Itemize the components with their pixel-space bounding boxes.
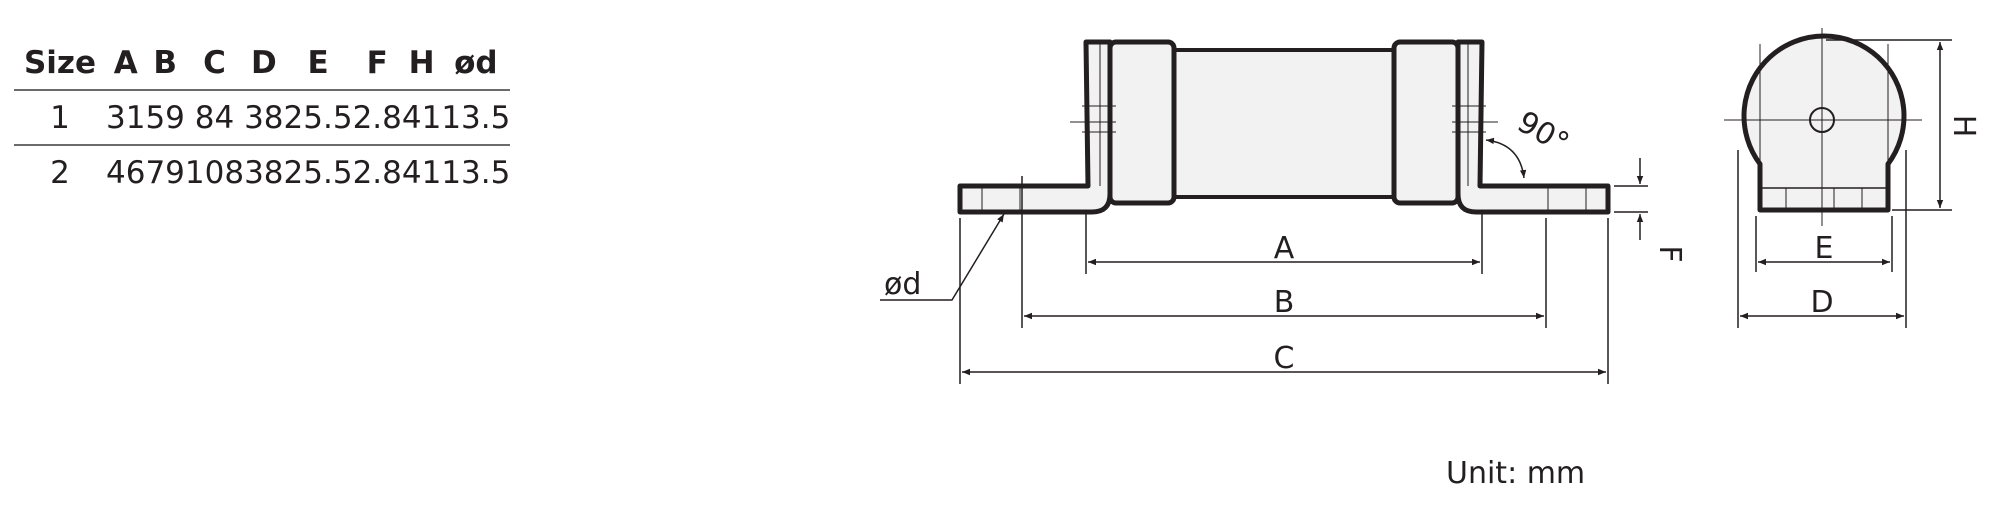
fuse-body [1158,48,1398,199]
label-h: H [1946,115,1981,138]
table-cell: 46 [106,154,146,191]
table-cell: 38 [244,154,284,191]
table-cell: 38 [244,90,284,146]
table-cell: 13.5 [441,154,511,191]
table-cell: 59 [145,90,185,146]
header-h: H [401,36,442,91]
table-cell: 41 [401,154,442,191]
table-cell: 84 [184,90,245,146]
header-d: D [244,36,284,91]
table-cell: 2.8 [352,90,402,146]
header-c: C [184,36,245,91]
label-e: E [1815,231,1834,266]
table-header-row: Size A B C D E F H ød [14,36,511,91]
header-e: E [283,36,353,91]
unit-label: Unit: mm [1446,456,1586,491]
label-f: F [1652,245,1687,262]
table-cell: 13.5 [441,90,511,146]
table-cell: 41 [401,90,442,146]
label-b: B [1274,285,1295,320]
header-a: A [106,36,146,91]
fuse-end-view [1724,28,1952,328]
table-cell: 2 [50,154,70,191]
left-end-cap [1107,39,1177,206]
label-angle: 90° [1511,105,1575,162]
extension-lines [959,176,1648,384]
dimensions-table: Size A B C D E F H ød 1 31 59 84 38 25.5… [14,36,511,199]
end-cap-outline [1741,33,1907,213]
table-cell: 25.5 [283,154,353,191]
left-blade [957,39,1113,215]
right-blade [1455,39,1611,215]
dimension-lines [880,137,1644,376]
table-cell: 1 [14,90,106,146]
label-d: D [1810,285,1833,320]
table-row: 2 46 79 108 38 25.5 2.8 41 13.5 [14,145,510,199]
label-c: C [1274,341,1295,376]
table-cell: 79 [145,154,185,191]
table-cell: 31 [106,90,146,146]
hole-leader [880,213,1005,301]
table-cell: 25.5 [283,90,353,146]
fuse-side-view [957,39,1611,215]
angle-arc [1485,137,1527,179]
table-cell: 108 [184,154,245,191]
label-hole-diameter: ød [884,267,921,302]
right-end-cap [1391,39,1461,206]
header-od: ød [441,36,511,91]
header-size: Size [14,36,106,91]
table-row: 1 31 59 84 38 25.5 2.8 41 13.5 [14,90,511,146]
header-f: F [352,36,402,91]
header-b: B [145,36,185,91]
label-a: A [1274,231,1295,266]
table-cell: 2.8 [352,154,402,191]
